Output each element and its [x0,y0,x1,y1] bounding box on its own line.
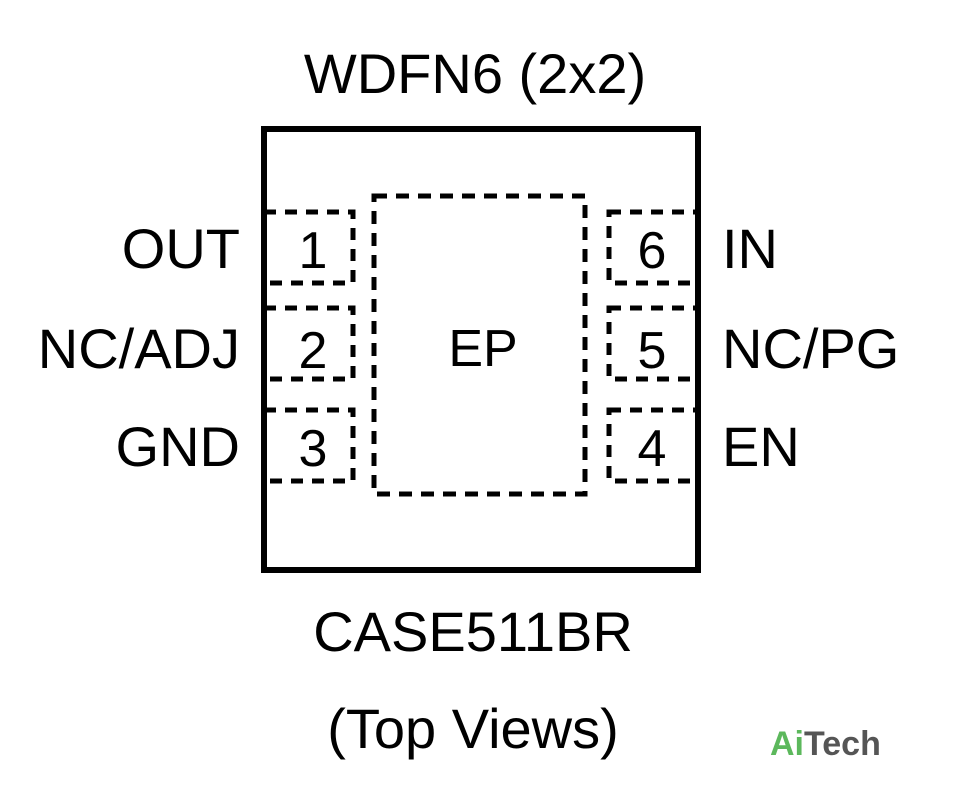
pin-pad-3 [261,407,356,484]
case-label: CASE511BR [313,600,633,663]
exposed-pad-outline [371,193,588,497]
pin-name-nc-adj: NC/ADJ [38,317,240,380]
logo-part-ai: Ai [770,725,804,763]
pin-number-6: 6 [638,222,667,280]
pin-name-nc-pg: NC/PG [722,317,899,380]
pin-name-in: IN [722,217,778,280]
pin-name-en: EN [722,415,800,478]
pin-pad-2 [261,305,356,382]
pin-pad-6 [606,209,701,286]
pin-number-5: 5 [638,322,667,380]
pin-pad-4 [606,407,701,484]
pin-name-out: OUT [122,217,240,280]
pin-number-2: 2 [299,322,328,380]
pin-pad-1 [261,209,356,286]
pin-number-3: 3 [299,420,328,478]
logo-part-tech: Tech [804,725,881,763]
exposed-pad-label: EP [448,320,517,378]
pin-number-4: 4 [638,420,667,478]
package-title: WDFN6 (2x2) [304,42,646,105]
view-label: (Top Views) [327,697,619,760]
pin-pad-5 [606,305,701,382]
aitech-logo: AiTech [770,725,881,763]
pin-name-gnd: GND [116,415,240,478]
pin-number-1: 1 [299,222,328,280]
